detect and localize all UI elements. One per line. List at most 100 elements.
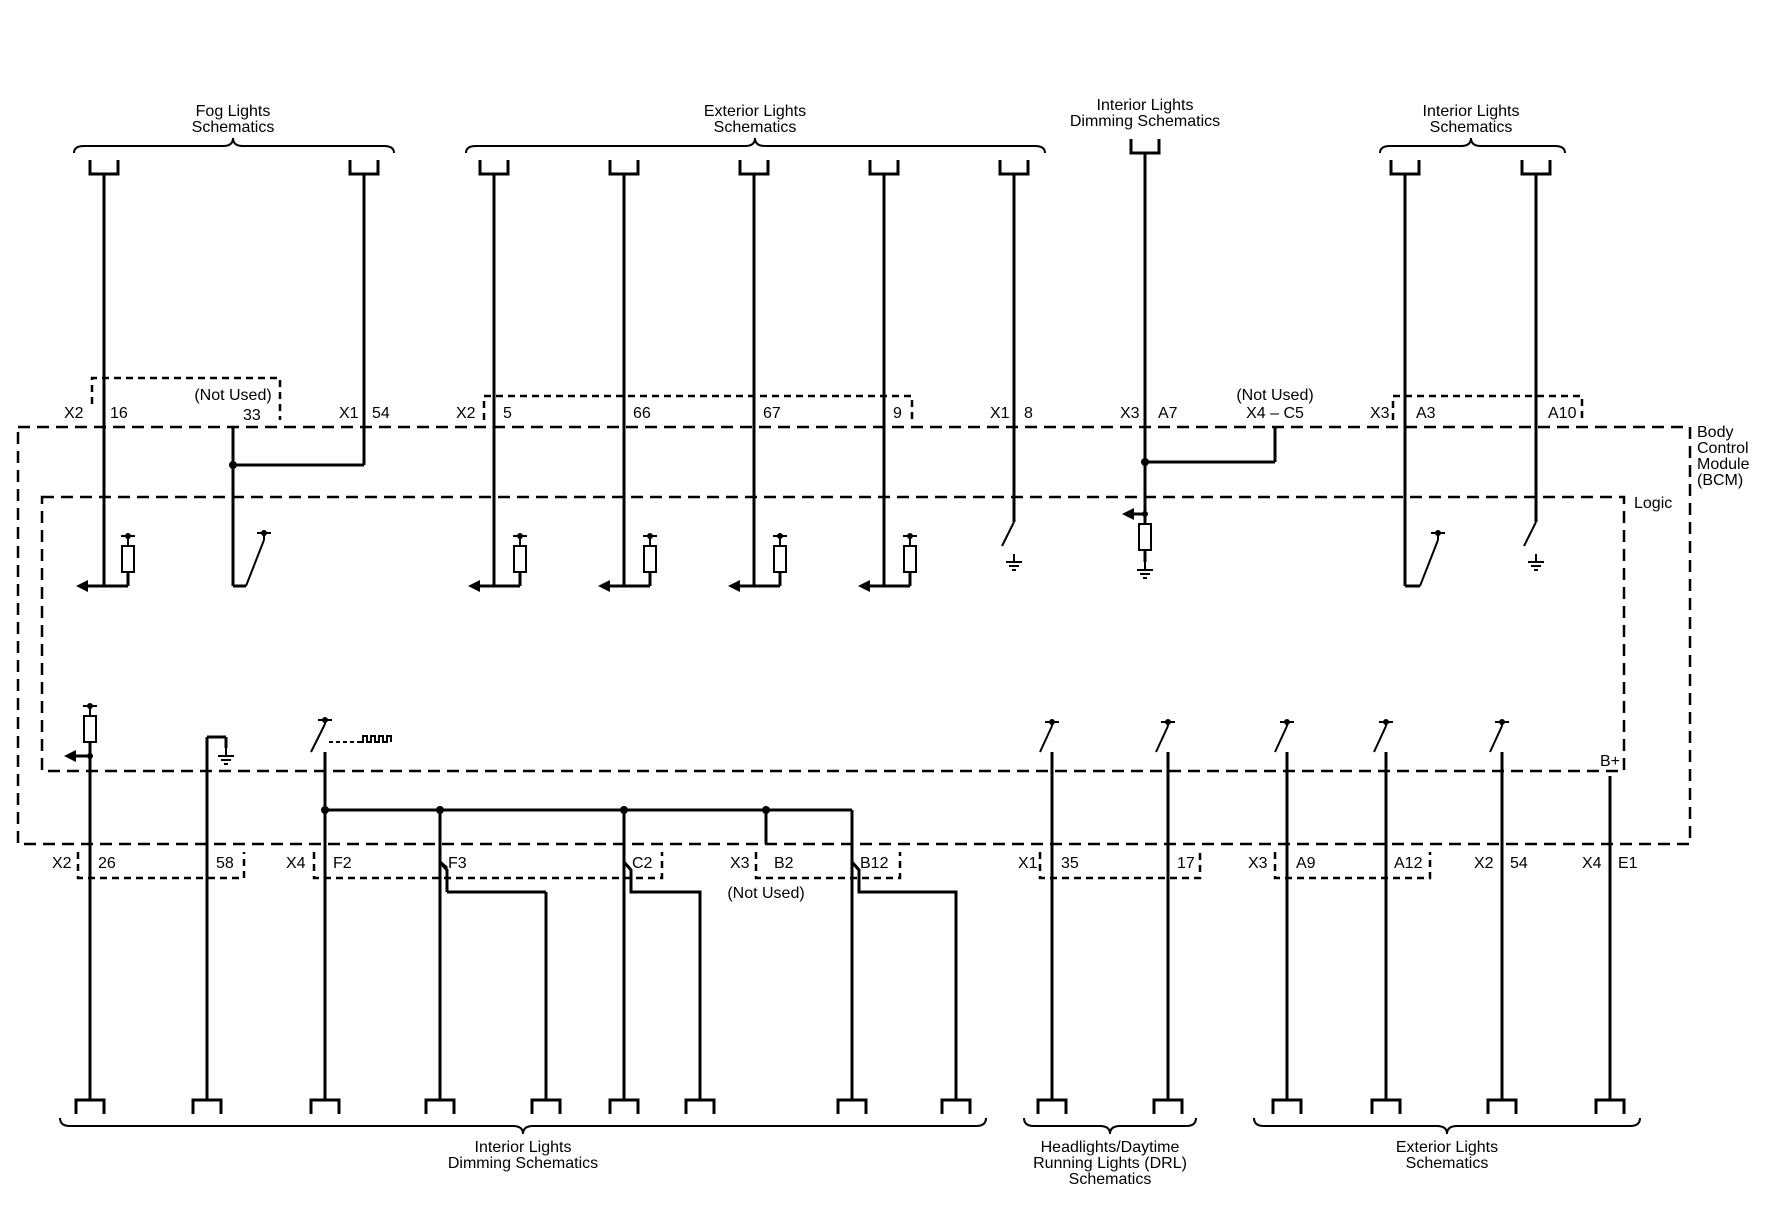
- tc-p54: 54: [372, 405, 390, 422]
- logic-outline: [40, 495, 1626, 773]
- header-exterior-bottom-line1: Exterior Lights: [1396, 1139, 1498, 1156]
- bottom-connector-boxes: [76, 852, 1432, 880]
- circuit-5: [468, 174, 528, 592]
- header-headlights-line3: Schematics: [1069, 1171, 1152, 1188]
- bcm-label: Body Control Module (BCM): [1697, 424, 1750, 489]
- circuit-A10: [1523, 174, 1545, 571]
- header-headlights-line1: Headlights/Daytime: [1041, 1139, 1180, 1156]
- bcm-label-line1: Body: [1697, 424, 1733, 441]
- brace-interior-top: [1379, 137, 1566, 154]
- header-interior-dimming-top: Interior Lights Dimming Schematics: [1070, 97, 1220, 130]
- circuit-66: [598, 174, 658, 592]
- bcm-outline: [16, 425, 1692, 846]
- tc-x3a: X3: [1120, 405, 1140, 422]
- circuit-B12: [850, 810, 958, 1100]
- circuit-A9: [1274, 719, 1294, 1100]
- bc-x3a: X3: [730, 855, 750, 872]
- tc-x1a: X1: [339, 405, 359, 422]
- bottom-connector-cavities: [74, 1098, 1626, 1116]
- tc-x4c5: X4 – C5: [1246, 405, 1304, 422]
- header-exterior-bottom-line2: Schematics: [1406, 1155, 1489, 1172]
- circuit-8: [1001, 174, 1023, 571]
- tc-x2a: X2: [64, 405, 84, 422]
- circuit-C2: [622, 810, 702, 1100]
- bplus-label: B+: [1600, 753, 1620, 770]
- bc-pA12: A12: [1394, 855, 1423, 872]
- tc-pA10: A10: [1548, 405, 1577, 422]
- bc-p35: 35: [1061, 855, 1079, 872]
- circuit-A3: [1403, 174, 1445, 588]
- not-used-c5: (Not Used): [1236, 387, 1313, 404]
- circuit-17: [1155, 719, 1175, 1100]
- circuit-26: [64, 702, 98, 1100]
- bc-pE1: E1: [1618, 855, 1638, 872]
- header-interior-lights-top: Interior Lights Schematics: [1379, 103, 1566, 154]
- tc-x1b: X1: [990, 405, 1010, 422]
- tc-pA3: A3: [1416, 405, 1436, 422]
- tc-p16: 16: [110, 405, 128, 422]
- brace-headlights: [1023, 1117, 1197, 1135]
- bc-p54: 54: [1510, 855, 1528, 872]
- bc-pB2: B2: [774, 855, 794, 872]
- circuit-54-bottom: [1489, 719, 1509, 1100]
- header-headlights-drl: Headlights/Daytime Running Lights (DRL) …: [1023, 1117, 1197, 1188]
- bc-pB12: B12: [860, 855, 889, 872]
- circuit-F2: [310, 717, 852, 1100]
- circuit-67: [728, 174, 788, 592]
- bc-pF3: F3: [448, 855, 467, 872]
- circuit-16: [76, 174, 136, 592]
- header-interior-top-line2: Schematics: [1430, 119, 1513, 136]
- header-intdim-top-line2: Dimming Schematics: [1070, 113, 1220, 130]
- tc-p8: 8: [1024, 405, 1033, 422]
- circuit-A12: [1373, 719, 1393, 1100]
- bottom-connector-labels: X2 26 58 X4 F2 F3 C2 X3 B2 (Not Used) B1…: [52, 855, 1638, 902]
- bc-x4a: X4: [286, 855, 306, 872]
- circuit-54: [229, 174, 366, 588]
- circuit-35: [1039, 719, 1059, 1100]
- header-exterior-top-line2: Schematics: [714, 119, 797, 136]
- circuit-58: [205, 735, 235, 1100]
- bc-pF2: F2: [333, 855, 352, 872]
- circuit-F3: [438, 810, 548, 1100]
- header-fog-line2: Schematics: [192, 119, 275, 136]
- bc-x2a: X2: [52, 855, 72, 872]
- header-headlights-line2: Running Lights (DRL): [1033, 1155, 1187, 1172]
- header-fog-line1: Fog Lights: [196, 103, 271, 120]
- tc-p9: 9: [893, 405, 902, 422]
- tc-pA7: A7: [1158, 405, 1178, 422]
- bc-p26: 26: [98, 855, 116, 872]
- tc-p5: 5: [503, 405, 512, 422]
- bc-p17: 17: [1177, 855, 1195, 872]
- bcm-label-line2: Control: [1697, 440, 1749, 457]
- tc-p67: 67: [763, 405, 781, 422]
- header-exterior-lights-top: Exterior Lights Schematics: [465, 103, 1046, 154]
- header-interior-top-line1: Interior Lights: [1423, 103, 1520, 120]
- brace-exterior-bottom: [1253, 1117, 1641, 1135]
- bc-pC2: C2: [632, 855, 653, 872]
- bcm-label-line4: (BCM): [1697, 472, 1743, 489]
- top-connector-labels: (Not Used) X2 16 33 X1 54 X2 5 66 67 9 X…: [64, 387, 1577, 424]
- logic-label: Logic: [1634, 495, 1672, 512]
- tc-x2b: X2: [456, 405, 476, 422]
- top-connector-boxes: [90, 376, 1584, 420]
- circuit-A7: [1122, 153, 1277, 579]
- header-intdim-bottom-line2: Dimming Schematics: [448, 1155, 598, 1172]
- bc-x1: X1: [1018, 855, 1038, 872]
- tc-p33: 33: [243, 407, 261, 424]
- not-used-b2: (Not Used): [727, 885, 804, 902]
- tc-x3b: X3: [1370, 405, 1390, 422]
- brace-exterior-top: [465, 137, 1046, 154]
- tc-p66: 66: [633, 405, 651, 422]
- bc-x2b: X2: [1474, 855, 1494, 872]
- bcm-label-line3: Module: [1697, 456, 1750, 473]
- header-intdim-bottom-line1: Interior Lights: [475, 1139, 572, 1156]
- header-fog-lights: Fog Lights Schematics: [73, 103, 395, 154]
- header-interior-dimming-bottom: Interior Lights Dimming Schematics: [59, 1117, 987, 1172]
- header-exterior-top-line1: Exterior Lights: [704, 103, 806, 120]
- bc-x3b: X3: [1248, 855, 1268, 872]
- bc-p58: 58: [216, 855, 234, 872]
- not-used-33: (Not Used): [194, 387, 271, 404]
- top-connector-cavities: [88, 137, 1552, 176]
- header-intdim-top-line1: Interior Lights: [1097, 97, 1194, 114]
